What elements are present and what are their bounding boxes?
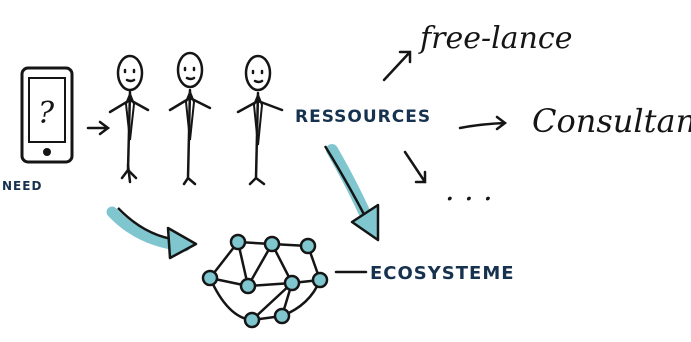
- need-label: NEED: [2, 179, 42, 193]
- arrow-resources-to-ecosystem-icon: [323, 144, 380, 242]
- consultants-label: Consultants: [532, 102, 691, 140]
- smartphone-icon: [20, 66, 74, 164]
- person-figure-2: [168, 51, 212, 186]
- arrow-to-consultants-icon: [458, 115, 508, 131]
- arrow-to-others-icon: [403, 150, 427, 184]
- arrow-to-freelance-icon: [382, 50, 412, 82]
- others-ellipsis: . . .: [445, 173, 493, 208]
- person-figure-1: [108, 54, 150, 184]
- arrow-need-to-ecosystem-icon: [106, 206, 198, 260]
- resources-label: RESSOURCES: [295, 107, 431, 127]
- freelance-label: free-lance: [418, 21, 572, 56]
- phone-question-mark: ?: [38, 96, 55, 131]
- arrow-need-to-people-icon: [86, 120, 111, 136]
- ecosystem-label: ECOSYSTEME: [370, 263, 515, 284]
- ecosystem-network-icon: [201, 233, 329, 329]
- person-figure-3: [236, 54, 284, 186]
